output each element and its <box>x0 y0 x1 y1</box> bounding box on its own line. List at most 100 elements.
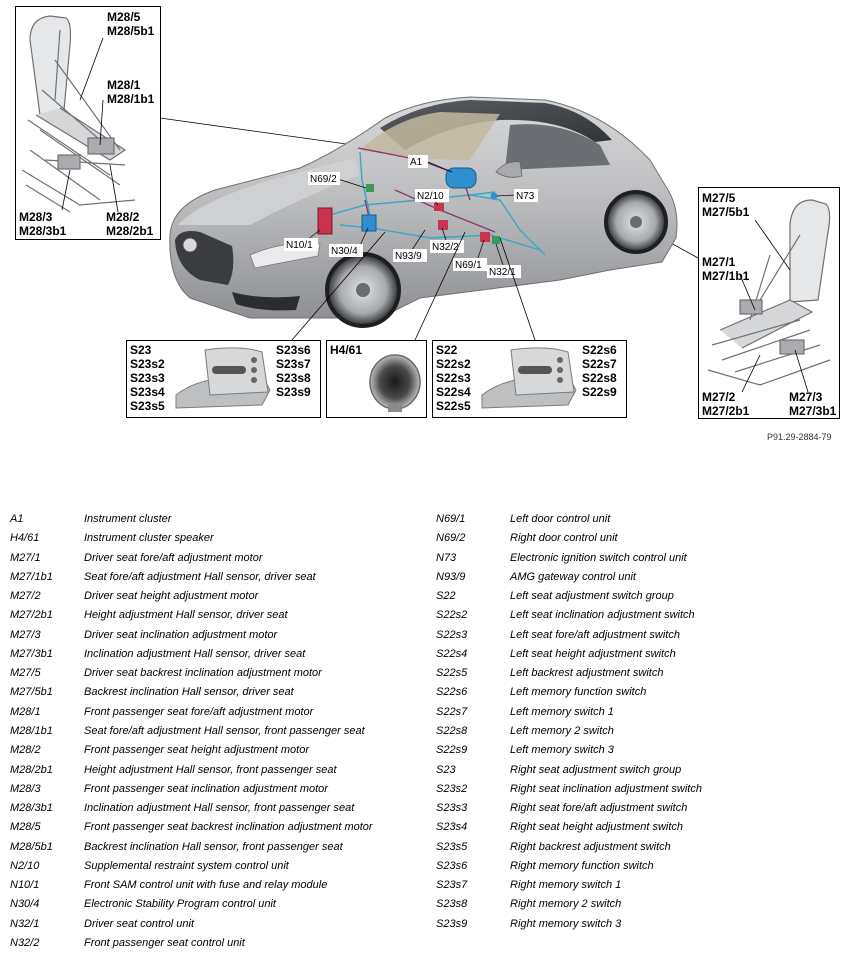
tag-n30-4: N30/4 <box>331 246 358 257</box>
front-wheel-hub <box>356 283 370 297</box>
unit-n69-1 <box>480 232 490 242</box>
legend-description: Front passenger seat inclination adjustm… <box>84 782 328 795</box>
callout-m27-2b1: M27/2b1 <box>702 404 750 418</box>
legend-description: Left seat adjustment switch group <box>510 590 674 603</box>
callout-m27-3b1: M27/3b1 <box>789 404 837 418</box>
unit-a1 <box>445 167 477 189</box>
legend-code: N10/1 <box>10 879 40 892</box>
legend-description: Right memory function switch <box>510 859 654 872</box>
legend-code: S22s8 <box>436 724 468 737</box>
legend-code: N30/4 <box>10 898 40 911</box>
s22-memory-button <box>557 367 563 373</box>
passenger-seat-pointer <box>159 117 376 149</box>
legend-code: S23s4 <box>436 821 468 834</box>
legend-description: Electronic ignition switch control unit <box>510 551 687 564</box>
driver-seat-illustration <box>707 199 831 386</box>
unit-n69-2 <box>366 184 374 192</box>
legend-code: S23s2 <box>436 782 468 795</box>
callout-s22: S22 <box>436 343 458 357</box>
document-number: P91.29-2884-79 <box>767 432 832 442</box>
s23-memory-button <box>251 377 257 383</box>
legend-code: N32/2 <box>10 936 40 949</box>
legend-description: Instrument cluster <box>84 513 172 525</box>
s23-switch-illustration <box>175 347 271 409</box>
tag-a1: A1 <box>410 157 423 168</box>
legend-code: S22s3 <box>436 628 468 641</box>
legend-description: Height adjustment Hall sensor, driver se… <box>84 609 288 622</box>
legend-code: M27/5 <box>10 667 41 680</box>
legend-description: Left seat height adjustment switch <box>510 647 676 660</box>
legend-code: S22s6 <box>436 686 468 699</box>
legend-code: M27/3 <box>10 628 41 641</box>
legend-description: Instrument cluster speaker <box>84 532 214 545</box>
s23-memory-button <box>251 357 257 363</box>
speaker-illustration <box>369 354 421 410</box>
s22-memory-button <box>557 357 563 363</box>
callout-s23s7: S23s7 <box>276 357 311 371</box>
legend-code: S23s6 <box>436 859 468 872</box>
car-component-tags: A1 N69/2 N2/10 N73 N10/1 N30/4 N93/9 N32… <box>284 155 538 278</box>
callout-s23s6: S23s6 <box>276 343 311 357</box>
legend-description: Driver seat control unit <box>84 917 195 930</box>
inset-pointers <box>291 231 536 341</box>
legend-code: M27/2b1 <box>10 609 53 622</box>
callout-s22s2: S22s2 <box>436 357 471 371</box>
wiring-harness <box>329 147 546 256</box>
legend-code: N69/2 <box>436 532 466 545</box>
callout-m28-1b1: M28/1b1 <box>107 92 155 106</box>
legend-code: A1 <box>10 513 24 525</box>
callout-m28-5: M28/5 <box>107 10 141 24</box>
legend-code: S22s4 <box>436 647 468 660</box>
callout-m28-3b1: M28/3b1 <box>19 224 67 238</box>
callout-s23s9: S23s9 <box>276 385 311 399</box>
s23-memory-button <box>251 367 257 373</box>
legend-code: S23 <box>436 763 456 776</box>
legend-description: Right seat height adjustment switch <box>510 821 684 834</box>
legend-code: M28/1b1 <box>10 724 53 737</box>
passenger-seat-illustration <box>21 15 136 213</box>
legend-description: Seat fore/aft adjustment Hall sensor, dr… <box>84 570 316 583</box>
callout-s23s8: S23s8 <box>276 371 311 385</box>
callout-s22s4: S22s4 <box>436 385 471 399</box>
callout-s23: S23 <box>130 343 152 357</box>
callout-m27-1: M27/1 <box>702 255 736 269</box>
legend-description: Inclination adjustment Hall sensor, driv… <box>84 647 306 660</box>
legend-description: Left door control unit <box>510 513 611 525</box>
callout-s22s8: S22s8 <box>582 371 617 385</box>
tag-n32-1: N32/1 <box>489 267 516 278</box>
callout-s23s4: S23s4 <box>130 385 165 399</box>
unit-n32-2 <box>438 220 448 230</box>
legend-description: Right memory switch 3 <box>510 917 622 930</box>
legend-description: Driver seat backrest inclination adjustm… <box>84 667 322 680</box>
tag-n93-9: N93/9 <box>395 251 422 262</box>
legend-code: S22s2 <box>436 609 468 622</box>
control-units <box>317 167 500 244</box>
callout-m27-5: M27/5 <box>702 191 736 205</box>
car-windshield <box>360 112 500 160</box>
legend-code: N2/10 <box>10 859 40 872</box>
s23-switch-inset: S23 S23s2 S23s3 S23s4 S23s5 S23s6 S23s7 … <box>126 340 321 418</box>
tag-n69-2: N69/2 <box>310 174 337 185</box>
callout-m28-5b1: M28/5b1 <box>107 24 155 38</box>
legend-description: Left memory switch 3 <box>510 744 614 757</box>
legend-code: S23s5 <box>436 840 468 853</box>
car-illustration <box>169 96 678 328</box>
legend-description: Driver seat fore/aft adjustment motor <box>84 551 263 564</box>
unit-n30-4 <box>361 214 377 232</box>
legend-code: S23s8 <box>436 898 468 911</box>
passenger-seat-leaders <box>61 37 119 213</box>
legend-description: Left backrest adjustment switch <box>510 667 664 680</box>
legend-code: M28/5b1 <box>10 840 53 853</box>
legend-code: S22s7 <box>436 705 468 718</box>
legend-code: M27/2 <box>10 590 41 603</box>
callout-m28-3: M28/3 <box>19 210 53 224</box>
legend-code: M27/3b1 <box>10 647 53 660</box>
s22-switch-inset: S22 S22s2 S22s3 S22s4 S22s5 S22s6 S22s7 … <box>432 340 627 418</box>
legend-description: Front passenger seat height adjustment m… <box>84 744 310 757</box>
unit-n10-1 <box>317 207 333 235</box>
legend-description: Front SAM control unit with fuse and rel… <box>84 879 328 892</box>
legend-description: Front passenger seat control unit <box>84 936 245 949</box>
callout-s23s3: S23s3 <box>130 371 165 385</box>
legend-description: Right memory 2 switch <box>510 898 622 911</box>
driver-seat-leaders <box>739 219 809 393</box>
